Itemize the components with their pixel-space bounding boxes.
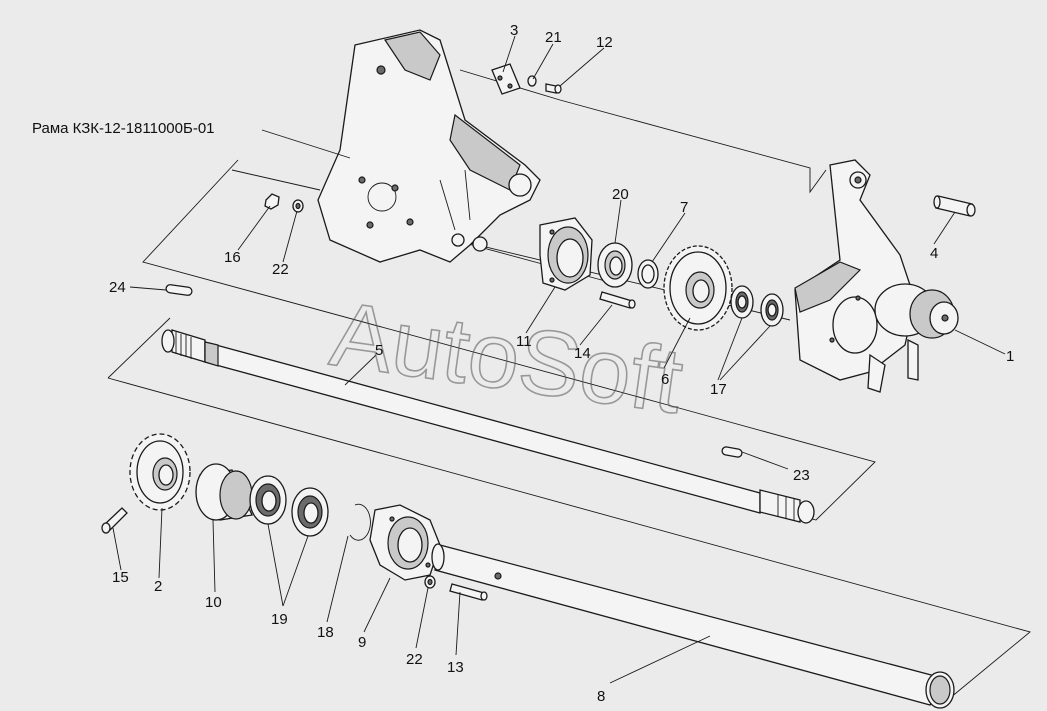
bearing-part-19-a bbox=[249, 475, 287, 525]
pin-part-13 bbox=[449, 583, 488, 601]
seal-part-17-a bbox=[730, 285, 754, 319]
callout-6: 6 bbox=[661, 371, 669, 388]
callout-4: 4 bbox=[930, 245, 938, 262]
frame-part bbox=[317, 29, 541, 263]
callout-16: 16 bbox=[224, 249, 241, 266]
shaft-part-5 bbox=[161, 329, 815, 524]
bearing-part-19-b bbox=[291, 487, 329, 537]
washer-part-22-bottom bbox=[424, 575, 436, 589]
bearing-housing-part-9 bbox=[369, 504, 441, 581]
callout-9: 9 bbox=[358, 634, 366, 651]
bolt-part-15 bbox=[101, 507, 128, 534]
nut-part-16 bbox=[264, 193, 280, 210]
callout-1: 1 bbox=[1006, 348, 1014, 365]
sprocket-part-2 bbox=[129, 433, 191, 511]
flange-part-11 bbox=[539, 217, 593, 291]
callout-8: 8 bbox=[597, 688, 605, 705]
callout-21: 21 bbox=[545, 29, 562, 46]
bolt-part-12 bbox=[545, 83, 562, 94]
callout-12: 12 bbox=[596, 34, 613, 51]
washer-part-21 bbox=[527, 75, 537, 87]
callout-14: 14 bbox=[574, 345, 591, 362]
callout-20: 20 bbox=[612, 186, 629, 203]
callout-18: 18 bbox=[317, 624, 334, 641]
tube-part-8 bbox=[431, 543, 955, 709]
callout-3: 3 bbox=[510, 22, 518, 39]
washer-part-22-top bbox=[292, 199, 304, 213]
callout-22-bottom: 22 bbox=[406, 651, 423, 668]
callout-2: 2 bbox=[154, 578, 162, 595]
callout-7: 7 bbox=[680, 199, 688, 216]
pin-part-4 bbox=[933, 195, 976, 217]
gear-part-6 bbox=[663, 245, 733, 331]
pin-part-14 bbox=[599, 291, 636, 309]
callout-labels: Рама КЗК-12-1811000Б-01 1 2 3 4 5 6 7 8 … bbox=[32, 22, 1014, 705]
callout-19: 19 bbox=[271, 611, 288, 628]
key-part-24 bbox=[165, 284, 193, 296]
seal-part-17-b bbox=[760, 293, 784, 327]
bushing-part-10 bbox=[195, 463, 253, 521]
callout-15: 15 bbox=[112, 569, 129, 586]
ring-part-7 bbox=[637, 259, 659, 289]
callout-5: 5 bbox=[375, 342, 383, 359]
callout-24: 24 bbox=[109, 279, 126, 296]
key-part-23 bbox=[721, 446, 743, 458]
callout-23: 23 bbox=[793, 467, 810, 484]
bearing-part-20 bbox=[597, 242, 633, 288]
housing-part-1 bbox=[794, 159, 959, 393]
callout-17: 17 bbox=[710, 381, 727, 398]
callout-22-top: 22 bbox=[272, 261, 289, 278]
leader-lines bbox=[112, 35, 1006, 684]
snap-ring-part-18 bbox=[349, 503, 371, 541]
callout-11: 11 bbox=[516, 333, 532, 350]
callout-13: 13 bbox=[447, 659, 464, 676]
frame-label: Рама КЗК-12-1811000Б-01 bbox=[32, 120, 215, 137]
callout-10: 10 bbox=[205, 594, 222, 611]
plate-part-3 bbox=[491, 63, 521, 95]
